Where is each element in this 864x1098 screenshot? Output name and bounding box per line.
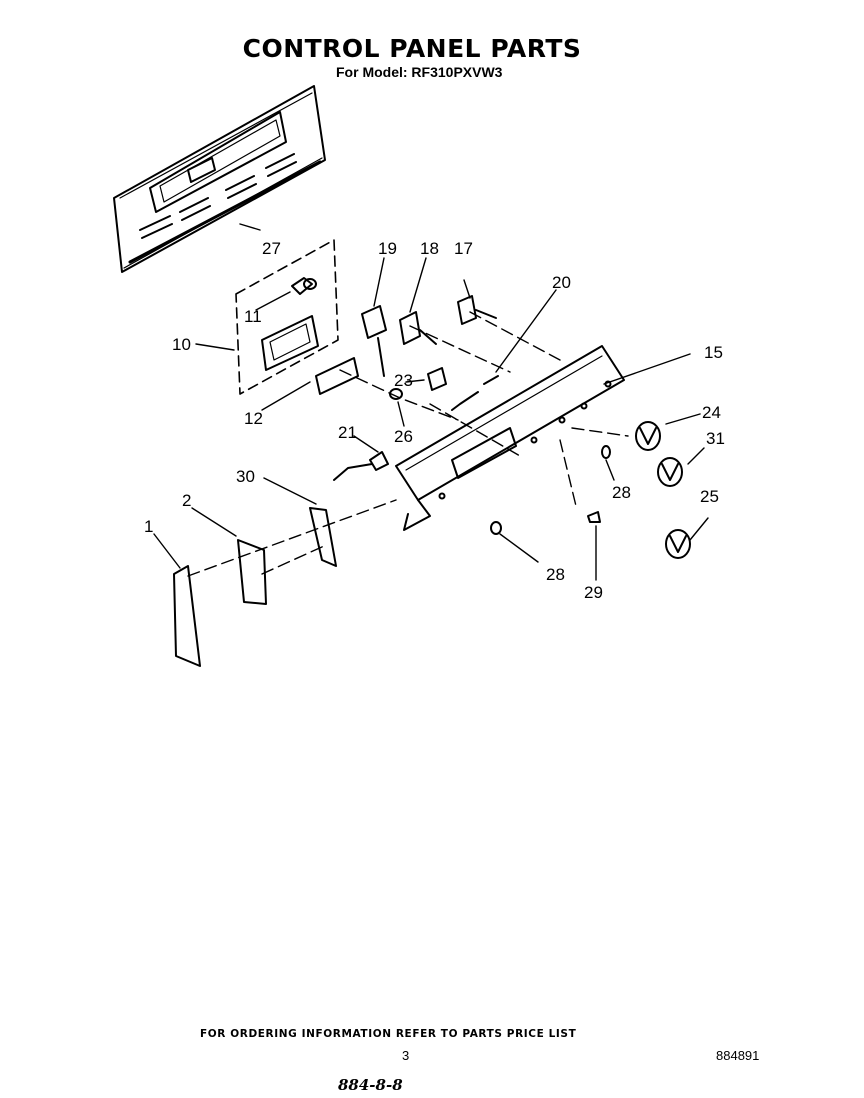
callout-21: 21 <box>338 423 357 442</box>
callout-26: 26 <box>394 427 413 446</box>
knob-25-part <box>665 529 691 559</box>
page-title: CONTROL PANEL PARTS <box>242 34 582 63</box>
clip-29-part <box>587 511 601 523</box>
wire-harness-part <box>451 375 499 411</box>
spacer-28b-part <box>601 445 611 459</box>
clock-lens-part <box>315 357 359 395</box>
callout-10: 10 <box>172 335 191 354</box>
clock-part <box>261 315 319 371</box>
model-subtitle: For Model: RF310PXVW3 <box>336 64 503 80</box>
knob-24-part <box>635 421 661 451</box>
callout-29: 29 <box>584 583 603 602</box>
bracket-30-part <box>309 507 337 567</box>
leader-lines <box>153 223 709 581</box>
clock-assembly-box <box>235 239 339 395</box>
callout-27: 27 <box>262 239 281 258</box>
switch-17-part <box>457 295 497 325</box>
callout-17: 17 <box>454 239 473 258</box>
switch-19-part <box>361 305 387 377</box>
callout-18: 18 <box>420 239 439 258</box>
document-number: 884891 <box>716 1048 760 1063</box>
callout-20: 20 <box>552 273 571 292</box>
clock-knob-part <box>291 277 317 295</box>
callout-28b: 28 <box>612 483 631 502</box>
callout-2: 2 <box>182 491 191 510</box>
callout-31: 31 <box>706 429 725 448</box>
switch-18-part <box>399 311 437 345</box>
callout-1: 1 <box>144 517 153 536</box>
ordering-note: FOR ORDERING INFORMATION REFER TO PARTS … <box>200 1028 577 1040</box>
terminal-block-part <box>427 367 447 391</box>
callout-25: 25 <box>700 487 719 506</box>
callout-23: 23 <box>394 371 413 390</box>
assembly-lines <box>187 311 629 577</box>
callout-11: 11 <box>244 307 262 326</box>
end-cap-2-part <box>237 539 267 605</box>
callout-19: 19 <box>378 239 397 258</box>
page-number: 3 <box>402 1048 410 1063</box>
callout-12: 12 <box>244 409 263 428</box>
callout-28a: 28 <box>546 565 565 584</box>
control-panel-part <box>395 345 625 531</box>
switch-21-part <box>333 451 389 481</box>
handwritten-note: 884-8-8 <box>338 1076 403 1094</box>
callout-30: 30 <box>236 467 255 486</box>
knob-31-part <box>657 457 683 487</box>
rear-panel-part <box>113 85 326 273</box>
callout-15: 15 <box>704 343 723 362</box>
callout-24: 24 <box>702 403 721 422</box>
spacer-28a-part <box>490 521 502 535</box>
end-cap-1-part <box>173 565 201 667</box>
